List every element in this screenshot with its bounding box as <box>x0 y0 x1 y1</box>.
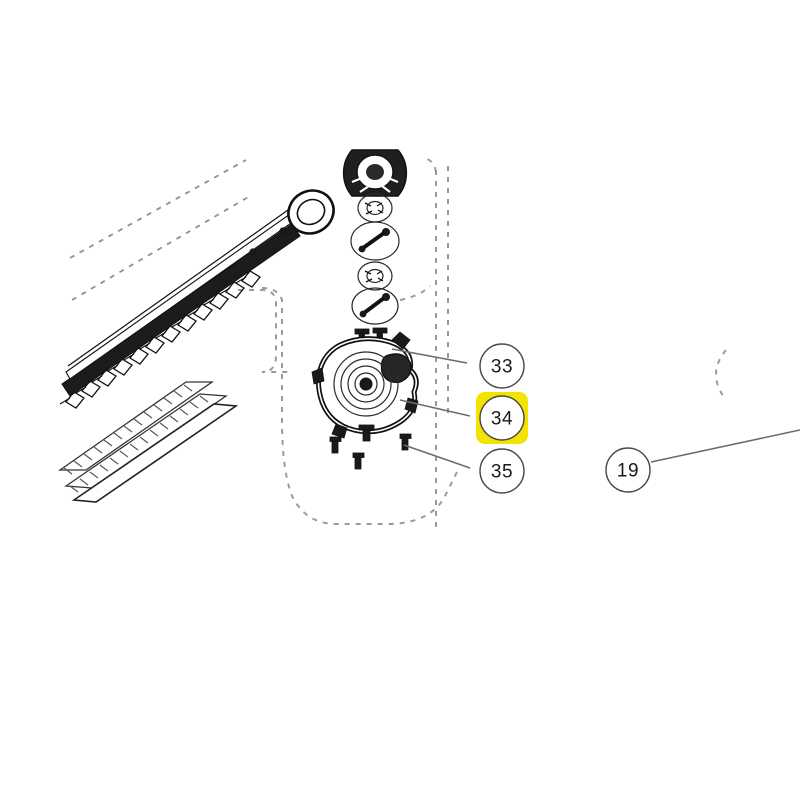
screw-middle <box>352 452 365 470</box>
dashed-construction-lines <box>69 157 727 530</box>
gear-pulley <box>342 149 408 197</box>
lock-washer-lower <box>357 261 393 291</box>
callout-circle-34[interactable] <box>479 395 525 441</box>
cutter-bar <box>59 189 335 409</box>
callout-19[interactable]: 19 <box>605 447 651 493</box>
leader-line-35 <box>403 444 471 469</box>
lower-fastener-screws <box>329 433 412 470</box>
callout-bubbles: 33 34 35 19 <box>476 343 651 494</box>
flat-washer-lower <box>351 287 399 325</box>
callout-label-34: 34 <box>491 409 513 430</box>
callout-label-33: 33 <box>491 357 513 378</box>
leader-lines <box>391 348 800 469</box>
flat-washer-upper <box>350 221 400 261</box>
cutter-bar-teeth <box>59 270 261 409</box>
callout-33[interactable]: 33 <box>479 343 525 389</box>
leader-line-33 <box>391 348 468 364</box>
beam-hatching <box>63 384 209 493</box>
callout-circle-19[interactable] <box>605 447 651 493</box>
callout-label-19: 19 <box>617 461 639 482</box>
callout-circle-35[interactable] <box>479 448 525 494</box>
pulley-segments <box>351 176 399 193</box>
leader-line-19 <box>650 429 800 463</box>
screw-right <box>399 433 412 451</box>
leader-line-34 <box>399 399 471 417</box>
hatched-beam <box>57 381 239 503</box>
callout-34[interactable]: 34 <box>476 392 528 444</box>
cutter-bar-eye <box>287 189 335 235</box>
callout-35[interactable]: 35 <box>479 448 525 494</box>
lock-washer-upper <box>357 193 393 223</box>
callout-circle-33[interactable] <box>479 343 525 389</box>
screw-left <box>329 436 342 454</box>
spiral-drive-housing <box>311 331 419 442</box>
callout-label-35: 35 <box>491 462 513 483</box>
washer-stack <box>350 193 400 325</box>
